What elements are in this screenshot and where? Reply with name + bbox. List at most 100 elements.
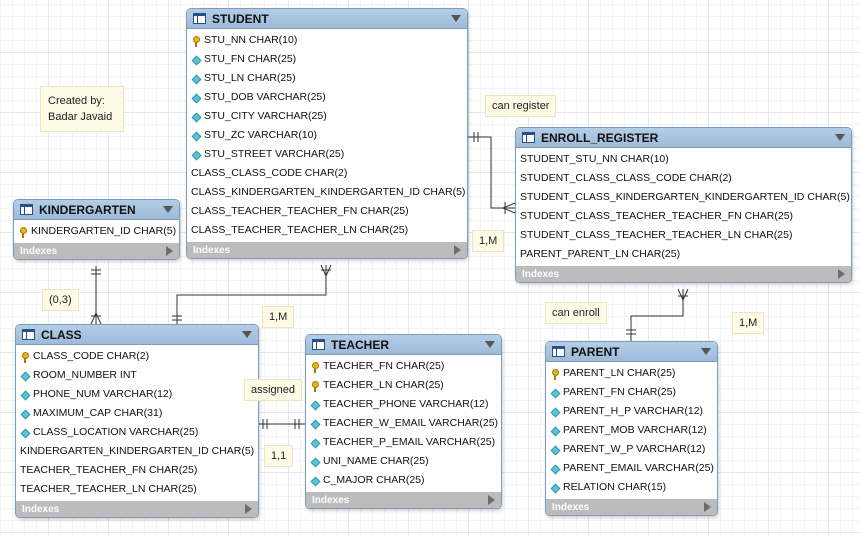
crowfoot-enroll-b	[502, 207, 516, 214]
entity-enroll-register[interactable]: ENROLL_REGISTER STUDENT_STU_NN CHAR(10) S…	[515, 127, 852, 283]
column-name: STU_CITY VARCHAR(25)	[204, 110, 327, 122]
collapse-toggle-icon[interactable]	[163, 206, 173, 213]
column-row[interactable]: PARENT_LN CHAR(25)	[546, 364, 717, 383]
expand-arrow-icon[interactable]	[454, 245, 461, 255]
collapse-toggle-icon[interactable]	[701, 348, 711, 355]
column-name: UNI_NAME CHAR(25)	[323, 455, 429, 467]
expand-arrow-icon[interactable]	[488, 495, 495, 505]
column-row[interactable]: TEACHER_PHONE VARCHAR(12)	[306, 395, 501, 414]
primary-key-icon	[20, 351, 30, 363]
attribute-icon	[20, 389, 30, 401]
collapse-toggle-icon[interactable]	[451, 15, 461, 22]
indexes-section[interactable]: Indexes	[14, 243, 179, 259]
entity-student[interactable]: STUDENT STU_NN CHAR(10)STU_FN CHAR(25)ST…	[186, 8, 468, 259]
entity-teacher[interactable]: TEACHER TEACHER_FN CHAR(25)TEACHER_LN CH…	[305, 334, 502, 509]
column-row[interactable]: CLASS_LOCATION VARCHAR(25)	[16, 423, 258, 442]
column-row[interactable]: STU_DOB VARCHAR(25)	[187, 88, 467, 107]
label-cardinality-class-teacher: 1,1	[264, 445, 294, 467]
column-row[interactable]: TEACHER_W_EMAIL VARCHAR(25)	[306, 414, 501, 433]
label-can-enroll: can enroll	[545, 302, 607, 324]
attribute-icon	[191, 130, 201, 142]
entity-parent[interactable]: PARENT PARENT_LN CHAR(25)PARENT_FN CHAR(…	[545, 341, 718, 516]
expand-arrow-icon[interactable]	[245, 504, 252, 514]
column-row[interactable]: RELATION CHAR(15)	[546, 478, 717, 497]
primary-key-icon	[310, 380, 320, 392]
crowfoot-student-b	[325, 264, 332, 277]
expand-arrow-icon[interactable]	[838, 269, 845, 279]
indexes-section[interactable]: Indexes	[516, 266, 851, 282]
collapse-toggle-icon[interactable]	[835, 134, 845, 141]
column-row[interactable]: STU_NN CHAR(10)	[187, 31, 467, 50]
column-row[interactable]: UNI_NAME CHAR(25)	[306, 452, 501, 471]
column-row[interactable]: STUDENT_CLASS_TEACHER_TEACHER_FN CHAR(25…	[516, 207, 851, 226]
attribute-icon	[550, 425, 560, 437]
column-row[interactable]: TEACHER_TEACHER_LN CHAR(25)	[16, 480, 258, 499]
column-row[interactable]: STUDENT_CLASS_CLASS_CODE CHAR(2)	[516, 169, 851, 188]
column-row[interactable]: CLASS_TEACHER_TEACHER_LN CHAR(25)	[187, 221, 467, 240]
column-row[interactable]: PHONE_NUM VARCHAR(12)	[16, 385, 258, 404]
entity-student-header[interactable]: STUDENT	[187, 9, 467, 29]
column-name: STU_DOB VARCHAR(25)	[204, 91, 326, 103]
indexes-section[interactable]: Indexes	[187, 242, 467, 258]
column-row[interactable]: STU_STREET VARCHAR(25)	[187, 145, 467, 164]
column-row[interactable]: CLASS_CLASS_CODE CHAR(2)	[187, 164, 467, 183]
indexes-section[interactable]: Indexes	[16, 501, 258, 517]
column-name: STUDENT_CLASS_TEACHER_TEACHER_FN CHAR(25…	[520, 210, 794, 222]
collapse-toggle-icon[interactable]	[242, 331, 252, 338]
column-row[interactable]: CLASS_CODE CHAR(2)	[16, 347, 258, 366]
entity-kindergarten-header[interactable]: KINDERGARTEN	[14, 200, 179, 220]
column-row[interactable]: PARENT_W_P VARCHAR(12)	[546, 440, 717, 459]
indexes-label: Indexes	[522, 268, 560, 280]
collapse-toggle-icon[interactable]	[485, 341, 495, 348]
column-row[interactable]: KINDERGARTEN_ID CHAR(5)	[14, 222, 179, 241]
entity-class-header[interactable]: CLASS	[16, 325, 258, 345]
column-row[interactable]: PARENT_FN CHAR(25)	[546, 383, 717, 402]
indexes-section[interactable]: Indexes	[546, 499, 717, 515]
column-row[interactable]: MAXIMUM_CAP CHAR(31)	[16, 404, 258, 423]
attribute-icon	[550, 406, 560, 418]
column-list: STU_NN CHAR(10)STU_FN CHAR(25)STU_LN CHA…	[187, 29, 467, 240]
attribute-icon	[191, 149, 201, 161]
indexes-label: Indexes	[312, 494, 350, 506]
column-row[interactable]: STU_FN CHAR(25)	[187, 50, 467, 69]
column-row[interactable]: KINDERGARTEN_KINDERGARTEN_ID CHAR(5)	[16, 442, 258, 461]
crowfoot-student-a	[320, 264, 327, 277]
column-row[interactable]: STUDENT_CLASS_KINDERGARTEN_KINDERGARTEN_…	[516, 188, 851, 207]
column-row[interactable]: ROOM_NUMBER INT	[16, 366, 258, 385]
entity-enroll-register-header[interactable]: ENROLL_REGISTER	[516, 128, 851, 148]
column-name: TEACHER_TEACHER_LN CHAR(25)	[20, 483, 197, 495]
entity-teacher-header[interactable]: TEACHER	[306, 335, 501, 355]
column-row[interactable]: TEACHER_LN CHAR(25)	[306, 376, 501, 395]
column-row[interactable]: STUDENT_STU_NN CHAR(10)	[516, 150, 851, 169]
column-row[interactable]: STU_CITY VARCHAR(25)	[187, 107, 467, 126]
indexes-section[interactable]: Indexes	[306, 492, 501, 508]
column-name: KINDERGARTEN_KINDERGARTEN_ID CHAR(5)	[20, 445, 255, 457]
expand-arrow-icon[interactable]	[166, 246, 173, 256]
column-name: PARENT_EMAIL VARCHAR(25)	[563, 462, 714, 474]
entity-kindergarten[interactable]: KINDERGARTEN KINDERGARTEN_ID CHAR(5) Ind…	[13, 199, 180, 260]
column-name: STUDENT_STU_NN CHAR(10)	[520, 153, 669, 165]
column-row[interactable]: TEACHER_TEACHER_FN CHAR(25)	[16, 461, 258, 480]
column-row[interactable]: PARENT_MOB VARCHAR(12)	[546, 421, 717, 440]
entity-parent-header[interactable]: PARENT	[546, 342, 717, 362]
column-row[interactable]: TEACHER_P_EMAIL VARCHAR(25)	[306, 433, 501, 452]
column-row[interactable]: STUDENT_CLASS_TEACHER_TEACHER_LN CHAR(25…	[516, 226, 851, 245]
attribute-icon	[191, 92, 201, 104]
column-row[interactable]: C_MAJOR CHAR(25)	[306, 471, 501, 490]
column-row[interactable]: STU_ZC VARCHAR(10)	[187, 126, 467, 145]
column-name: PARENT_W_P VARCHAR(12)	[563, 443, 706, 455]
column-row[interactable]: CLASS_TEACHER_TEACHER_FN CHAR(25)	[187, 202, 467, 221]
column-row[interactable]: CLASS_KINDERGARTEN_KINDERGARTEN_ID CHAR(…	[187, 183, 467, 202]
indexes-label: Indexes	[20, 245, 58, 257]
column-row[interactable]: PARENT_H_P VARCHAR(12)	[546, 402, 717, 421]
column-row[interactable]: PARENT_EMAIL VARCHAR(25)	[546, 459, 717, 478]
indexes-label: Indexes	[193, 244, 231, 256]
column-name: RELATION CHAR(15)	[563, 481, 667, 493]
expand-arrow-icon[interactable]	[704, 502, 711, 512]
column-row[interactable]: STU_LN CHAR(25)	[187, 69, 467, 88]
column-row[interactable]: PARENT_PARENT_LN CHAR(25)	[516, 245, 851, 264]
column-row[interactable]: TEACHER_FN CHAR(25)	[306, 357, 501, 376]
entity-name: TEACHER	[331, 337, 390, 352]
